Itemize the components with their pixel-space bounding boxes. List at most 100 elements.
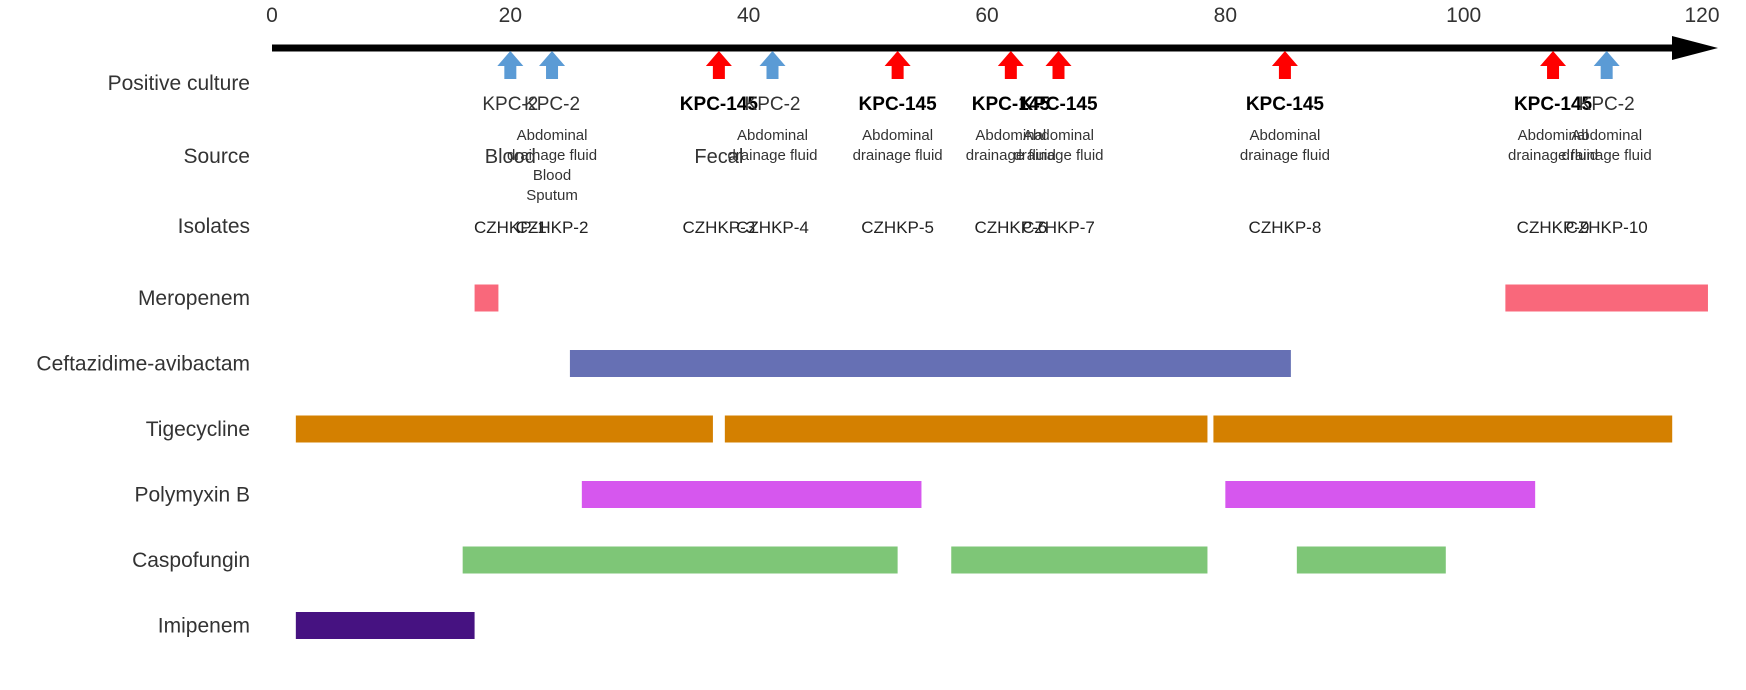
source-label: drainage fluid — [1013, 147, 1103, 164]
source-label: drainage fluid — [1562, 147, 1652, 164]
source-label: drainage fluid — [966, 147, 1056, 164]
gene-label: KPC-2 — [482, 94, 538, 115]
isolate-label: CZHKP-1 — [474, 218, 547, 237]
treatment-bar — [1505, 284, 1708, 312]
drug-label: Meropenem — [138, 287, 250, 310]
treatment-bar — [462, 546, 898, 574]
treatment-bar — [1213, 415, 1673, 443]
source-label: drainage fluid — [1508, 147, 1598, 164]
isolate-label: CZHKP-10 — [1566, 218, 1648, 237]
culture-arrow-icon — [997, 51, 1024, 79]
isolate-label: CZHKP-4 — [736, 218, 809, 237]
source-label: Abdominal — [1023, 127, 1094, 144]
treatment-bar — [295, 612, 475, 639]
source-label: Abdominal — [862, 127, 933, 144]
row-label-source: Source — [183, 145, 250, 168]
source-label: Blood — [485, 146, 536, 168]
isolate-label: CZHKP-5 — [861, 218, 934, 237]
drug-label: Polymyxin B — [134, 484, 250, 507]
x-tick-label: 60 — [975, 4, 998, 27]
isolate-label: CZHKP-2 — [516, 218, 589, 237]
gene-label: KPC-145 — [859, 94, 938, 115]
isolate-label: CZHKP-6 — [974, 218, 1047, 237]
culture-arrow-icon — [1593, 51, 1620, 79]
gene-label: KPC-145 — [972, 94, 1051, 115]
treatment-bar — [569, 350, 1291, 377]
axis-tick-labels: 0 20 40 60 80 100 120 — [266, 4, 1719, 27]
culture-arrow-icon — [1271, 51, 1298, 79]
x-tick-label: 20 — [499, 4, 522, 27]
source-label: Abdominal — [1249, 127, 1320, 144]
source-label: Abdominal — [737, 127, 808, 144]
gene-label: KPC-2 — [1579, 94, 1635, 115]
source-label: drainage fluid — [507, 147, 597, 164]
culture-arrow-icon — [759, 51, 786, 79]
treatment-bar — [724, 415, 1208, 443]
treatment-bar — [951, 546, 1208, 574]
x-tick-label: 120 — [1684, 4, 1719, 27]
treatment-row: Ceftazidime-avibactam — [36, 350, 1291, 377]
row-label-positive-culture: Positive culture — [108, 72, 250, 95]
treatment-bar — [295, 415, 713, 443]
source-label: Fecal — [694, 146, 743, 168]
treatment-row: Tigecycline — [146, 415, 1673, 443]
culture-events: KPC-2BloodCZHKP-1KPC-2Abdominaldrainage … — [474, 51, 1652, 237]
gene-label: KPC-145 — [1246, 94, 1325, 115]
isolate-label: CZHKP-7 — [1022, 218, 1095, 237]
treatment-bar — [581, 481, 922, 508]
isolate-label: CZHKP-8 — [1249, 218, 1322, 237]
treatment-bar — [1225, 481, 1536, 508]
culture-arrow-icon — [1045, 51, 1072, 79]
source-label: Abdominal — [517, 127, 588, 144]
culture-arrow-icon — [884, 51, 911, 79]
x-tick-label: 80 — [1214, 4, 1237, 27]
drug-label: Ceftazidime-avibactam — [36, 353, 250, 376]
treatment-row: Polymyxin B — [134, 481, 1536, 508]
source-label: Abdominal — [1518, 127, 1589, 144]
treatment-bar — [1296, 546, 1446, 574]
treatment-row: Caspofungin — [132, 546, 1446, 574]
isolate-label: CZHKP-3 — [683, 218, 756, 237]
drug-label: Imipenem — [158, 615, 250, 638]
gene-label: KPC-2 — [745, 94, 801, 115]
drug-label: Tigecycline — [146, 418, 250, 441]
gene-label: KPC-145 — [1514, 94, 1593, 115]
gene-label: KPC-145 — [1019, 94, 1098, 115]
culture-arrow-icon — [1540, 51, 1567, 79]
timeline-axis — [272, 36, 1718, 60]
source-label: drainage fluid — [727, 147, 817, 164]
source-label: Sputum — [526, 187, 578, 204]
x-tick-label: 100 — [1446, 4, 1481, 27]
treatment-bars: MeropenemCeftazidime-avibactamTigecyclin… — [36, 284, 1708, 639]
row-label-isolates: Isolates — [178, 215, 250, 238]
source-label: Blood — [533, 167, 571, 184]
gene-label: KPC-2 — [524, 94, 580, 115]
treatment-bar — [474, 284, 499, 312]
source-label: Abdominal — [975, 127, 1046, 144]
culture-arrow-icon — [497, 51, 524, 79]
culture-arrow-icon — [705, 51, 732, 79]
culture-arrow-icon — [539, 51, 566, 79]
source-label: drainage fluid — [853, 147, 943, 164]
source-label: Abdominal — [1571, 127, 1642, 144]
drug-label: Caspofungin — [132, 549, 250, 572]
axis-arrowhead — [1672, 36, 1718, 60]
gene-label: KPC-145 — [680, 94, 759, 115]
x-tick-label: 0 — [266, 4, 278, 27]
source-label: drainage fluid — [1240, 147, 1330, 164]
isolate-label: CZHKP-9 — [1517, 218, 1590, 237]
row-labels: Positive culture Source Isolates — [108, 72, 250, 238]
x-tick-label: 40 — [737, 4, 760, 27]
treatment-row: Imipenem — [158, 612, 475, 639]
